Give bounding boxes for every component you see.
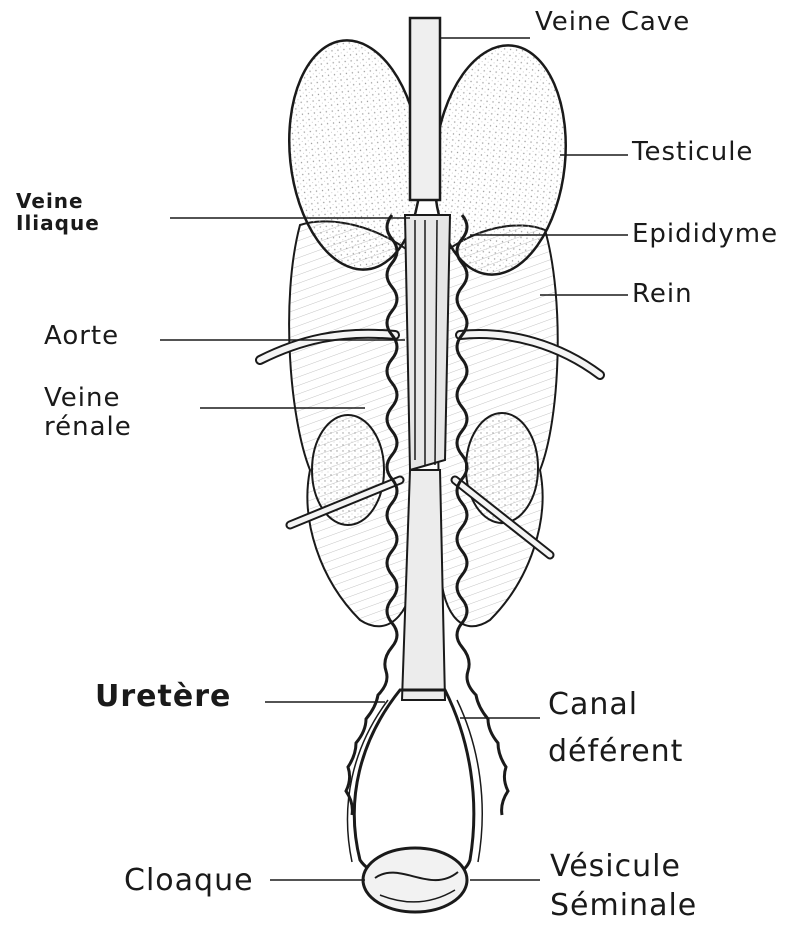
label-veine-iliaque-line1: Veine — [16, 190, 100, 212]
label-cloaque: Cloaque — [124, 864, 254, 897]
label-veine-iliaque: Veine Iliaque — [16, 190, 100, 234]
label-testicule: Testicule — [632, 138, 753, 167]
aorta — [405, 215, 450, 470]
label-veine-renale: Veine rénale — [44, 384, 132, 441]
label-veine-renale-line2: rénale — [44, 413, 132, 442]
label-canal-deferent-line1: Canal — [548, 688, 683, 721]
label-vesicule-seminale-line1: Vésicule — [550, 850, 697, 883]
label-canal-deferent: Canal déférent — [548, 688, 683, 768]
label-vesicule-seminale: Vésicule Séminale — [550, 850, 697, 922]
label-veine-renale-line1: Veine — [44, 384, 132, 413]
label-uretere: Uretère — [95, 680, 231, 713]
kidney-lobe-right — [466, 413, 538, 523]
central-tract — [402, 470, 445, 700]
label-aorte: Aorte — [44, 322, 119, 351]
label-veine-iliaque-line2: Iliaque — [16, 212, 100, 234]
label-veine-cave: Veine Cave — [535, 8, 690, 37]
label-canal-deferent-line2: déférent — [548, 735, 683, 768]
label-epididyme: Epididyme — [632, 220, 778, 249]
label-rein: Rein — [632, 280, 693, 309]
label-vesicule-seminale-line2: Séminale — [550, 889, 697, 922]
vena-cava — [410, 18, 440, 200]
